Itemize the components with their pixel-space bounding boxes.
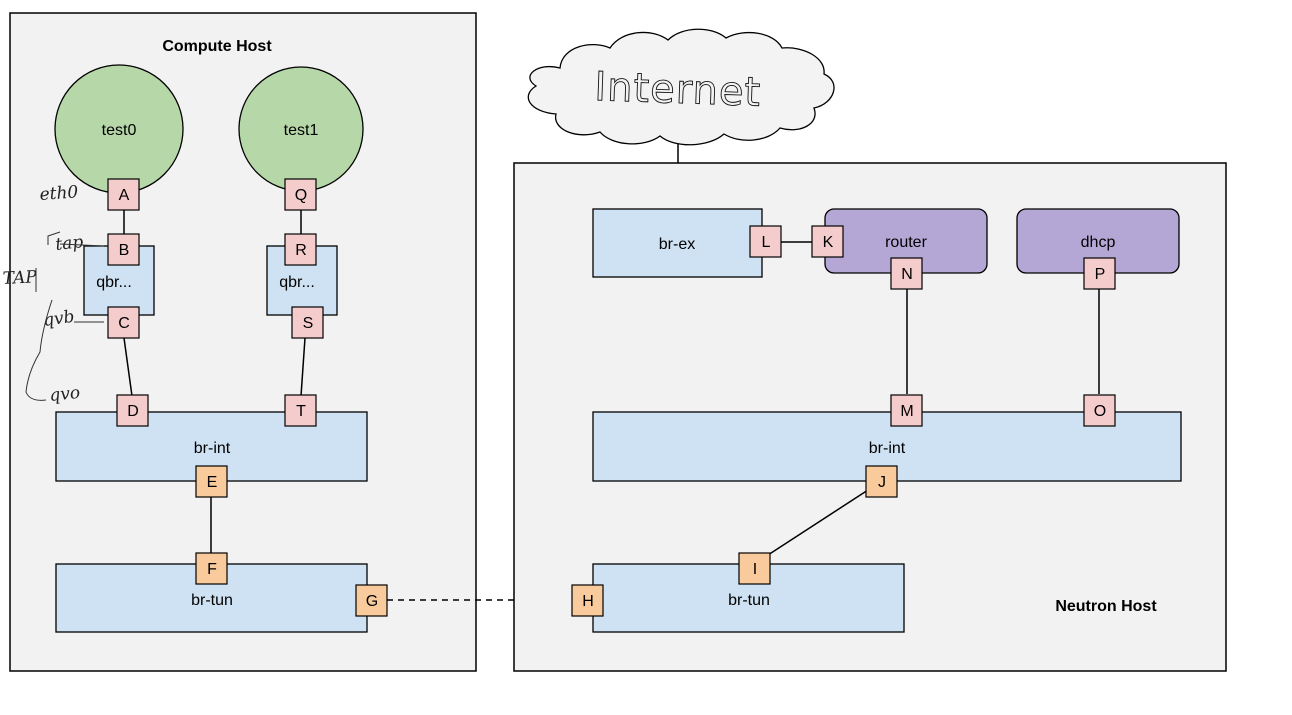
vm-test1-label: test1: [284, 122, 319, 139]
port-j[interactable]: [865, 465, 898, 498]
annotation-eth0: eth0: [39, 182, 79, 205]
port-b[interactable]: [107, 233, 140, 266]
internet: Internet: [527, 28, 835, 209]
port-l-label: L: [762, 234, 771, 251]
port-d[interactable]: [116, 394, 149, 427]
port-j-label: J: [878, 474, 886, 491]
annotation-qvb: qvb: [42, 307, 76, 331]
dhcp-label: dhcp: [1081, 234, 1116, 251]
port-o-label: O: [1094, 403, 1106, 420]
port-m[interactable]: [890, 394, 923, 427]
port-g-label: G: [366, 593, 378, 610]
port-t[interactable]: [284, 394, 317, 427]
port-n-label: N: [901, 266, 913, 283]
port-p-label: P: [1095, 266, 1106, 283]
port-p[interactable]: [1083, 257, 1116, 290]
port-i-label: I: [753, 561, 757, 578]
port-o[interactable]: [1083, 394, 1116, 427]
compute-br-int-label: br-int: [194, 440, 231, 457]
port-r[interactable]: [284, 233, 317, 266]
port-n[interactable]: [890, 257, 923, 290]
port-t-label: T: [296, 403, 306, 420]
port-i[interactable]: [738, 552, 771, 585]
annotation-ink-strokes: [25, 231, 105, 401]
port-s[interactable]: [291, 306, 324, 339]
port-c-label: C: [118, 315, 130, 332]
port-e-label: E: [207, 474, 218, 491]
port-e[interactable]: [195, 465, 228, 498]
qbr-bridge-test0-label: qbr...: [96, 274, 132, 291]
internet-cloud-shape[interactable]: [527, 28, 835, 146]
port-c[interactable]: [107, 306, 140, 339]
port-g[interactable]: [355, 584, 388, 617]
neutron-br-ex-label: br-ex: [659, 236, 695, 253]
compute-host-title: Compute Host: [162, 38, 272, 55]
port-h[interactable]: [571, 584, 604, 617]
internet-label: Internet: [594, 64, 762, 116]
port-b-label: B: [119, 242, 130, 259]
port-a-label: A: [119, 187, 130, 204]
port-m-label: M: [900, 403, 913, 420]
wire-j-i: [767, 489, 869, 556]
port-f[interactable]: [195, 552, 228, 585]
compute-br-tun-label: br-tun: [191, 592, 233, 609]
port-q[interactable]: [284, 178, 317, 211]
annotation-tap-upper: TAP: [2, 267, 38, 289]
port-r-label: R: [295, 242, 307, 259]
qbr-bridge-test1-label: qbr...: [279, 274, 315, 291]
port-s-label: S: [303, 315, 314, 332]
compute-host: Compute Host test0 test1 qbr... qbr... b…: [2, 12, 477, 672]
port-a[interactable]: [107, 178, 140, 211]
annotation-qvo: qvo: [48, 383, 81, 406]
port-k-label: K: [823, 234, 834, 251]
neutron-br-int-label: br-int: [869, 440, 906, 457]
port-h-label: H: [582, 593, 594, 610]
router-label: router: [885, 234, 927, 251]
port-l[interactable]: [749, 225, 782, 258]
wire-s-t: [300, 337, 306, 397]
vm-test0-label: test0: [102, 122, 137, 139]
annotation-tap: tap: [54, 232, 84, 255]
neutron-host: Neutron Host br-ex router dhcp br-int br…: [513, 162, 1227, 672]
port-d-label: D: [127, 403, 139, 420]
port-q-label: Q: [295, 187, 307, 204]
neutron-br-ex[interactable]: [592, 208, 763, 278]
port-f-label: F: [207, 561, 217, 578]
port-k[interactable]: [811, 225, 844, 258]
wire-c-d: [123, 337, 133, 397]
neutron-br-tun-label: br-tun: [728, 592, 770, 609]
neutron-host-title: Neutron Host: [1055, 598, 1157, 615]
